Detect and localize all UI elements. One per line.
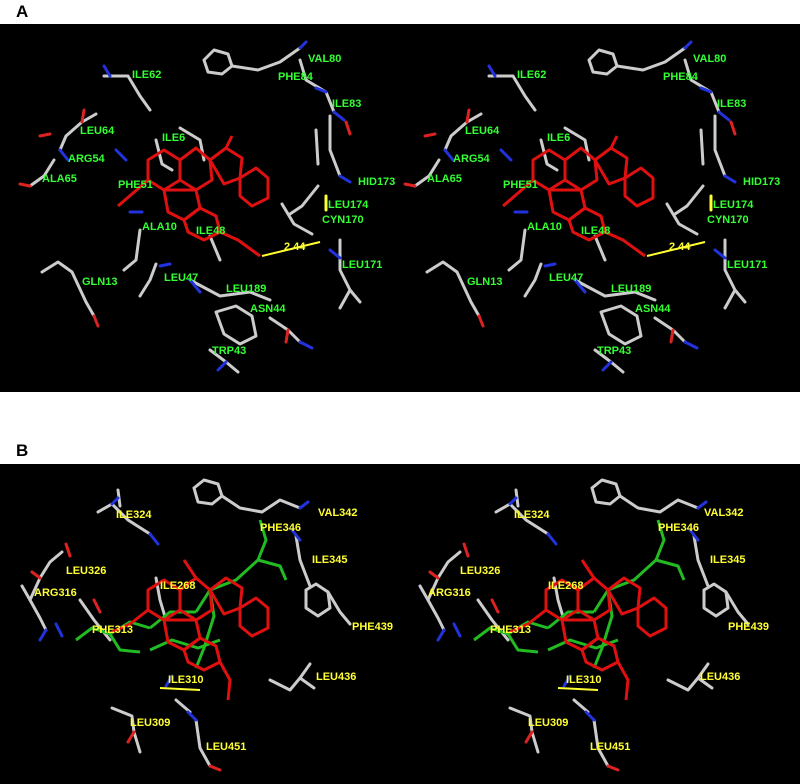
- residue-label: LEU174: [328, 199, 369, 211]
- residue-labels: ILE324 VAL342 PHE346 LEU326 ILE268 ILE34…: [428, 507, 769, 753]
- residue-label: ILE48: [196, 225, 225, 237]
- residue-label: LEU189: [611, 283, 651, 295]
- residue-label: ILE6: [547, 132, 570, 144]
- residue-label: PHE439: [728, 621, 769, 633]
- residue-label: ILE324: [514, 509, 550, 521]
- residue-label: TRP43: [212, 345, 246, 357]
- residue-label: ARG54: [453, 153, 491, 165]
- residue-sticks: [413, 46, 747, 374]
- residue-label: PHE313: [490, 624, 531, 636]
- residue-label: VAL342: [704, 507, 744, 519]
- residue-sticks: [418, 478, 750, 768]
- residue-label: LEU171: [342, 259, 382, 271]
- residue-label: LEU309: [130, 717, 170, 729]
- residue-label: ALA10: [527, 221, 562, 233]
- residue-label: ASN44: [635, 303, 671, 315]
- residue-label: PHE84: [278, 71, 314, 83]
- residue-label: LEU326: [66, 565, 106, 577]
- panel-b-right-view: ILE324 VAL342 PHE346 LEU326 ILE268 ILE34…: [418, 478, 769, 772]
- panel-b-left-view: ILE324 VAL342 PHE346 LEU326 ILE268 ILE34…: [20, 478, 393, 772]
- residue-label: ILE324: [116, 509, 152, 521]
- residue-label: LEU436: [700, 671, 740, 683]
- heteroatom-sticks: [403, 40, 737, 372]
- residue-label: HID173: [743, 176, 780, 188]
- residue-label: GLN13: [82, 276, 117, 288]
- residue-label: TRP43: [597, 345, 631, 357]
- residue-label: ALA65: [42, 173, 77, 185]
- residue-label: VAL80: [308, 53, 341, 65]
- residue-label: LEU436: [316, 671, 356, 683]
- residue-label: LEU451: [590, 741, 630, 753]
- residue-label: ILE62: [517, 69, 546, 81]
- ligand-green: [75, 519, 288, 669]
- residue-label: PHE346: [260, 522, 301, 534]
- residue-label: PHE51: [118, 179, 153, 191]
- interaction-line: [159, 687, 201, 691]
- residue-label: PHE84: [663, 71, 699, 83]
- hbond-distance-label: 2.44: [284, 241, 306, 253]
- residue-label: LEU47: [164, 272, 198, 284]
- residue-label: ALA65: [427, 173, 462, 185]
- panel-b-letter: B: [16, 441, 29, 460]
- hbond-distance-label: 2.44: [669, 241, 691, 253]
- ligand-red: [509, 559, 668, 701]
- residue-label: ILE268: [160, 580, 195, 592]
- panel-a-right-view: VAL80 ILE62 PHE84 ILE83 LEU64 ILE6 ARG54…: [403, 40, 780, 374]
- residue-label: LEU189: [226, 283, 266, 295]
- residue-label: ILE345: [312, 554, 347, 566]
- residue-label: HID173: [358, 176, 395, 188]
- residue-labels: VAL80 ILE62 PHE84 ILE83 LEU64 ILE6 ARG54…: [427, 53, 780, 357]
- residue-label: PHE313: [92, 624, 133, 636]
- heteroatom-sticks: [18, 40, 352, 372]
- residue-labels: ILE324 VAL342 PHE346 LEU326 ILE268 ILE34…: [34, 507, 393, 753]
- ligand-red: [117, 135, 270, 258]
- ligand-red: [111, 559, 270, 701]
- residue-label: ILE83: [332, 98, 361, 110]
- panel-a-left-view: VAL80 ILE62 PHE84 ILE83 LEU64 ILE6 ARG54…: [18, 40, 395, 374]
- residue-label: VAL342: [318, 507, 358, 519]
- residue-sticks: [20, 478, 352, 768]
- residue-label: LEU309: [528, 717, 568, 729]
- residue-label: ILE268: [548, 580, 583, 592]
- residue-label: LEU174: [713, 199, 754, 211]
- residue-label: ASN44: [250, 303, 286, 315]
- interaction-line: [557, 687, 599, 691]
- residue-label: ARG316: [428, 587, 471, 599]
- residue-label: LEU47: [549, 272, 583, 284]
- panel-a-letter: A: [16, 2, 29, 21]
- residue-label: ILE310: [566, 674, 601, 686]
- heteroatom-sticks: [30, 496, 310, 772]
- residue-label: VAL80: [693, 53, 726, 65]
- residue-label: ILE310: [168, 674, 203, 686]
- residue-label: PHE439: [352, 621, 393, 633]
- residue-label: LEU171: [727, 259, 767, 271]
- residue-label: ALA10: [142, 221, 177, 233]
- residue-label: CYN170: [322, 214, 364, 226]
- residue-label: ILE62: [132, 69, 161, 81]
- residue-label: ARG54: [68, 153, 106, 165]
- residue-label: LEU326: [460, 565, 500, 577]
- residue-label: ILE83: [717, 98, 746, 110]
- hbond-line: [261, 241, 321, 257]
- residue-label: ARG316: [34, 587, 77, 599]
- residue-label: GLN13: [467, 276, 502, 288]
- residue-label: ILE48: [581, 225, 610, 237]
- residue-labels: VAL80 ILE62 PHE84 ILE83 LEU64 ILE6 ARG54…: [42, 53, 395, 357]
- ligand-red: [502, 135, 655, 258]
- residue-label: PHE51: [503, 179, 538, 191]
- hbond-line: [646, 241, 706, 257]
- residue-label: ILE6: [162, 132, 185, 144]
- residue-label: PHE346: [658, 522, 699, 534]
- residue-label: LEU451: [206, 741, 246, 753]
- residue-label: LEU64: [465, 125, 500, 137]
- residue-label: CYN170: [707, 214, 749, 226]
- residue-label: LEU64: [80, 125, 115, 137]
- heteroatom-sticks: [428, 496, 708, 772]
- residue-sticks: [28, 46, 362, 374]
- residue-label: ILE345: [710, 554, 745, 566]
